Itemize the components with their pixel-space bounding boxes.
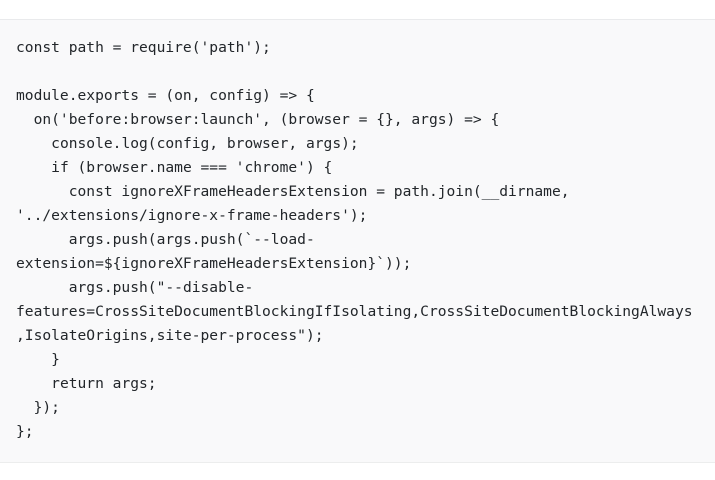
code-line: module.exports = (on, config) => { <box>16 87 315 104</box>
code-line: console.log(config, browser, args); <box>16 135 359 152</box>
code-content[interactable]: const path = require('path'); module.expo… <box>16 36 699 444</box>
code-line: }); <box>16 399 60 416</box>
code-line: args.push(args.push(`--load-extension=${… <box>16 231 412 272</box>
code-line: on('before:browser:launch', (browser = {… <box>16 111 500 128</box>
code-line: return args; <box>16 375 157 392</box>
code-line: }; <box>16 423 34 440</box>
code-line: } <box>16 351 60 368</box>
code-line: if (browser.name === 'chrome') { <box>16 159 333 176</box>
code-block[interactable]: const path = require('path'); module.expo… <box>0 19 715 463</box>
code-line: const ignoreXFrameHeadersExtension = pat… <box>16 183 579 224</box>
code-line-blank <box>16 60 699 84</box>
code-line: const path = require('path'); <box>16 39 271 56</box>
code-line: args.push("--disable-features=CrossSiteD… <box>16 279 693 344</box>
